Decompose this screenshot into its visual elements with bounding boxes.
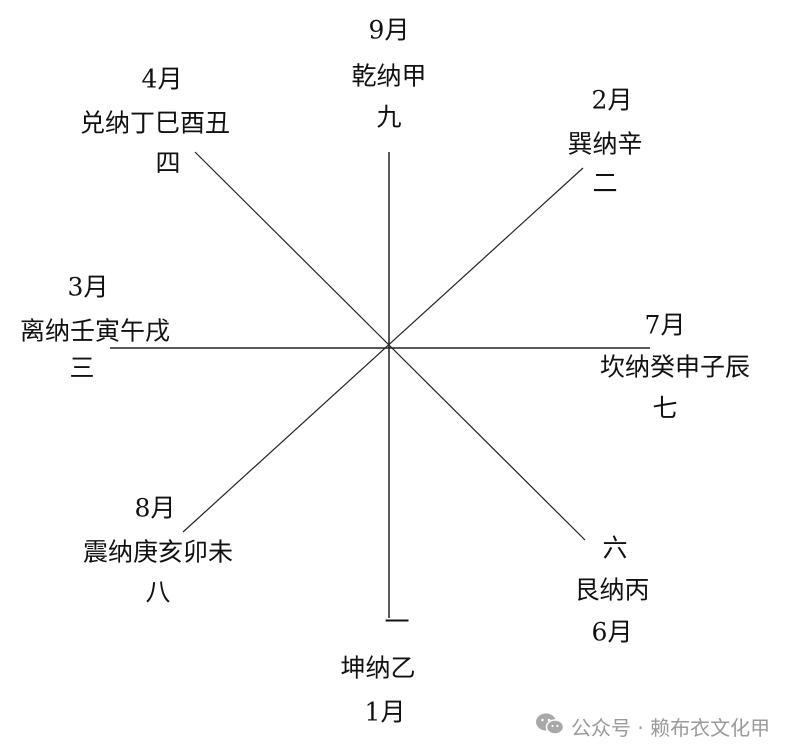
li-month: 3月 bbox=[67, 272, 109, 302]
kan-number: 七 bbox=[652, 393, 678, 423]
li-label: 离纳壬寅午戌 bbox=[19, 316, 171, 346]
kun-month: 1月 bbox=[364, 697, 406, 727]
dui-month: 4月 bbox=[141, 64, 183, 94]
xun-number: 二 bbox=[592, 168, 618, 198]
xun-label: 巽纳辛 bbox=[567, 129, 643, 159]
kan-label: 坎纳癸申子辰 bbox=[599, 352, 751, 382]
qian-label: 乾纳甲 bbox=[351, 61, 427, 91]
qian-month: 9月 bbox=[368, 15, 410, 45]
line-diagonal-nw-se bbox=[194, 151, 586, 541]
gen-number: 六 bbox=[602, 533, 628, 563]
zhen-number: 八 bbox=[145, 577, 171, 607]
watermark-text: 公众号 · 赖布衣文化甲 bbox=[571, 716, 771, 740]
kun-number: 一 bbox=[384, 607, 410, 637]
dui-number: 四 bbox=[155, 148, 181, 178]
gen-month: 6月 bbox=[591, 617, 633, 647]
qian-number: 九 bbox=[376, 102, 402, 132]
xun-month: 2月 bbox=[591, 85, 633, 115]
kun-label: 坤纳乙 bbox=[340, 653, 416, 683]
dui-label: 兑纳丁巳酉丑 bbox=[79, 108, 231, 138]
wechat-icon bbox=[535, 712, 565, 741]
kan-month: 7月 bbox=[644, 310, 686, 340]
zhen-label: 震纳庚亥卯未 bbox=[82, 537, 234, 567]
line-diagonal-ne-sw bbox=[182, 167, 584, 533]
gen-label: 艮纳丙 bbox=[574, 575, 650, 605]
watermark: 公众号 · 赖布衣文化甲 bbox=[535, 712, 770, 741]
zhen-month: 8月 bbox=[134, 493, 176, 523]
li-number: 三 bbox=[69, 353, 95, 383]
